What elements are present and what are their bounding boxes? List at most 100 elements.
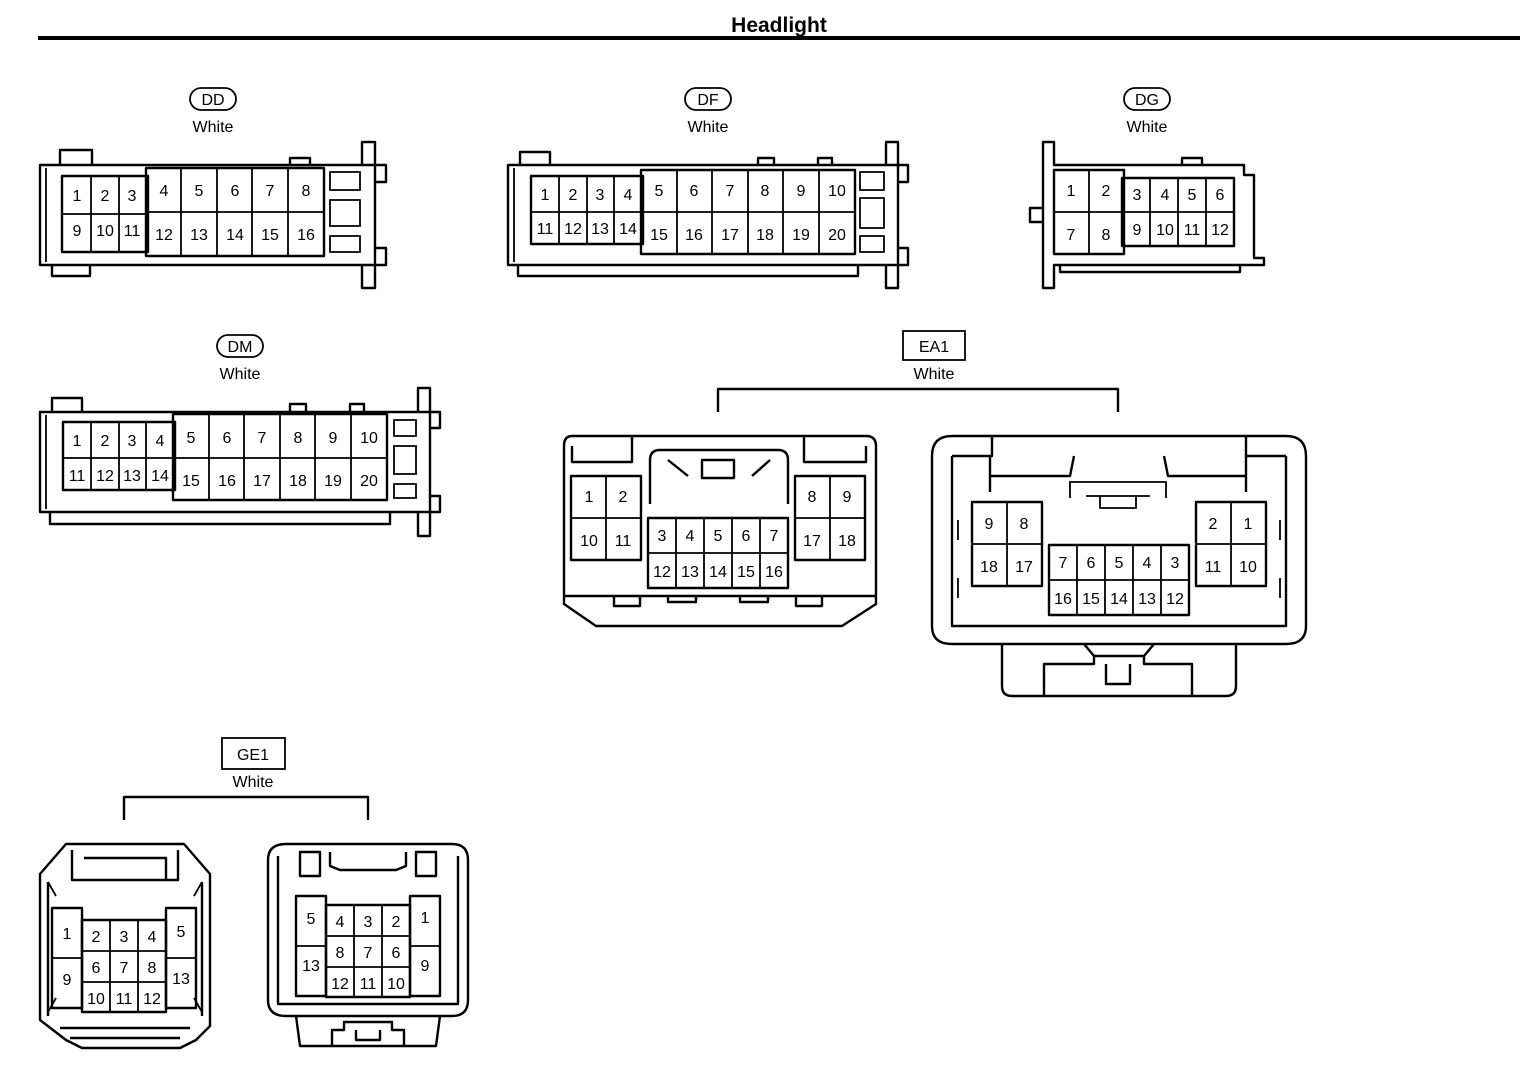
pin-label: 7: [1067, 227, 1076, 244]
pin-label: 13: [190, 227, 208, 244]
pin-label: 1: [585, 489, 594, 506]
pin-label: 5: [187, 430, 196, 447]
pin-label: 4: [156, 433, 165, 450]
pin-label: 3: [128, 433, 137, 450]
bracket-ea1: [716, 387, 1120, 412]
label-oval-df: [684, 87, 732, 111]
pin-label: 3: [596, 187, 605, 204]
connector-label-ge1: GE1: [237, 747, 269, 764]
pin-label: 18: [838, 533, 856, 550]
pin-label: 18: [756, 227, 774, 244]
connector-color-dd: White: [193, 119, 234, 136]
pin-label: 6: [1216, 187, 1225, 204]
pin-label: 14: [619, 221, 637, 238]
pins-df: [531, 170, 855, 254]
pin-label: 1: [421, 910, 430, 927]
pin-label: 10: [1156, 222, 1174, 239]
pin-label: 7: [770, 528, 779, 545]
pin-label: 15: [182, 473, 200, 490]
pin-label: 10: [387, 976, 405, 993]
pin-label: 15: [650, 227, 668, 244]
pin-label: 9: [1133, 222, 1142, 239]
pin-label: 17: [253, 473, 271, 490]
housing-ge1-female: [266, 842, 470, 1018]
pin-label: 9: [63, 972, 72, 989]
pin-label: 14: [709, 564, 727, 581]
pin-label: 2: [619, 489, 628, 506]
pin-label: 8: [1020, 516, 1029, 533]
pin-label: 20: [828, 227, 846, 244]
pin-label: 12: [564, 221, 582, 238]
housing-df-inner: [513, 168, 885, 262]
pin-label: 16: [765, 564, 783, 581]
pin-label: 10: [580, 533, 598, 550]
pin-label: 17: [721, 227, 739, 244]
pin-label: 2: [392, 914, 401, 931]
pins-dd: [62, 168, 324, 256]
pin-label: 2: [101, 433, 110, 450]
base-ge1-female: [294, 1015, 442, 1048]
connector-ge1: GE1 White 1 9 2 3 4 6 7 8 10 11 12 5 13: [38, 737, 470, 1050]
pin-label: 6: [231, 183, 240, 200]
connector-label-dg: DG: [1135, 92, 1159, 109]
base-ea1-female: [1000, 643, 1238, 698]
pin-label: 7: [1059, 555, 1068, 572]
label-oval-dd: [189, 87, 237, 111]
pin-label: 12: [331, 976, 349, 993]
pin-label: 9: [421, 958, 430, 975]
housing-df: [506, 140, 910, 290]
pin-label: 1: [73, 188, 82, 205]
pin-label: 3: [364, 914, 373, 931]
pin-label: 2: [1102, 183, 1111, 200]
pin-label: 9: [843, 489, 852, 506]
pin-label: 8: [294, 430, 303, 447]
pin-label: 6: [92, 960, 101, 977]
connector-color-dg: White: [1127, 119, 1168, 136]
pin-label: 14: [1110, 591, 1128, 608]
pin-label: 12: [96, 468, 114, 485]
label-box-ea1: [902, 330, 966, 361]
pin-label: 15: [261, 227, 279, 244]
pin-label: 8: [302, 183, 311, 200]
housing-ge1-male-inner: [47, 881, 203, 1013]
label-oval-dm: [216, 334, 264, 358]
connector-label-dd: DD: [201, 92, 224, 109]
pin-label: 12: [143, 991, 161, 1008]
pins-ge1-female: [296, 905, 440, 997]
pins-ge1-male: [52, 920, 196, 1012]
pin-label: 13: [1138, 591, 1156, 608]
pin-label: 16: [297, 227, 315, 244]
connector-color-ge1: White: [233, 774, 274, 791]
pin-label: 12: [1166, 591, 1184, 608]
pin-label: 11: [69, 468, 86, 485]
pin-label: 12: [653, 564, 671, 581]
pin-label: 14: [151, 468, 169, 485]
connector-label-df: DF: [697, 92, 719, 109]
pin-label: 13: [123, 468, 141, 485]
pin-label: 11: [360, 976, 377, 993]
pin-label: 5: [655, 183, 664, 200]
pin-label: 18: [289, 473, 307, 490]
pin-label: 5: [1115, 555, 1124, 572]
pin-label: 2: [101, 188, 110, 205]
pin-label: 7: [120, 960, 129, 977]
pin-label: 20: [360, 473, 378, 490]
pin-label: 13: [681, 564, 699, 581]
pin-label: 10: [87, 991, 105, 1008]
pin-label: 10: [828, 183, 846, 200]
page-title: Headlight: [731, 14, 827, 37]
pin-label: 6: [392, 945, 401, 962]
pin-label: 5: [177, 924, 186, 941]
pins-ea1-male: [571, 476, 865, 588]
latch-ea1-male: [648, 448, 790, 504]
connector-dm: DM White 1 2 3 4 5 6 7 8 9 10 11 12 13 1…: [38, 334, 442, 538]
pin-label: 11: [1184, 222, 1201, 239]
pin-label: 6: [690, 183, 699, 200]
pin-label: 12: [1211, 222, 1229, 239]
housing-dm: [38, 386, 442, 538]
pin-label: 8: [761, 183, 770, 200]
pin-label: 11: [116, 991, 133, 1008]
pin-label: 17: [803, 533, 821, 550]
pin-label: 10: [96, 223, 114, 240]
